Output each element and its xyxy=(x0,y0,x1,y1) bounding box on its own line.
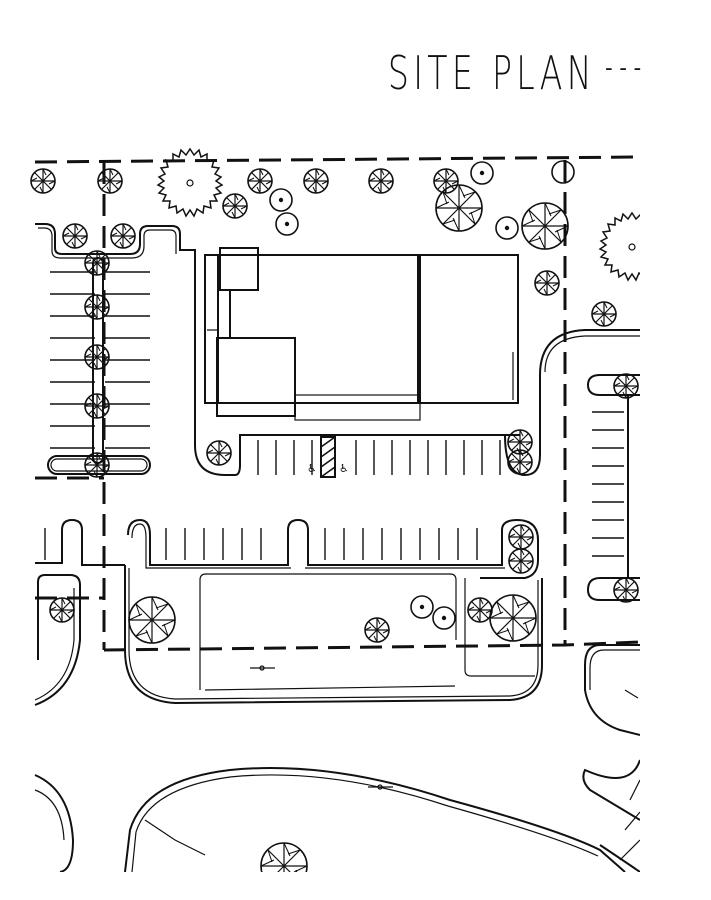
building-footprint xyxy=(204,247,519,421)
middle-parking-row xyxy=(35,518,539,579)
page-title: SITE PLAN xyxy=(388,46,597,100)
svg-text:♿: ♿ xyxy=(339,462,349,475)
east-parking-lot xyxy=(586,374,640,601)
handicap-parking-icon: ♿ ♿ xyxy=(307,462,349,475)
building-parking-row: ♿ ♿ xyxy=(194,329,640,478)
title-dash: --- xyxy=(602,56,645,81)
svg-text:♿: ♿ xyxy=(307,462,317,475)
shrub-icon xyxy=(269,160,575,630)
west-parking-lot xyxy=(35,223,196,475)
south-road xyxy=(124,767,626,873)
west-drive xyxy=(34,574,81,873)
south-drive xyxy=(124,565,639,790)
title-block: SITE PLAN --- xyxy=(307,50,645,96)
east-drive xyxy=(582,644,641,873)
access-aisle-hatch xyxy=(320,436,336,478)
deciduous-tree-icon xyxy=(0,150,711,900)
